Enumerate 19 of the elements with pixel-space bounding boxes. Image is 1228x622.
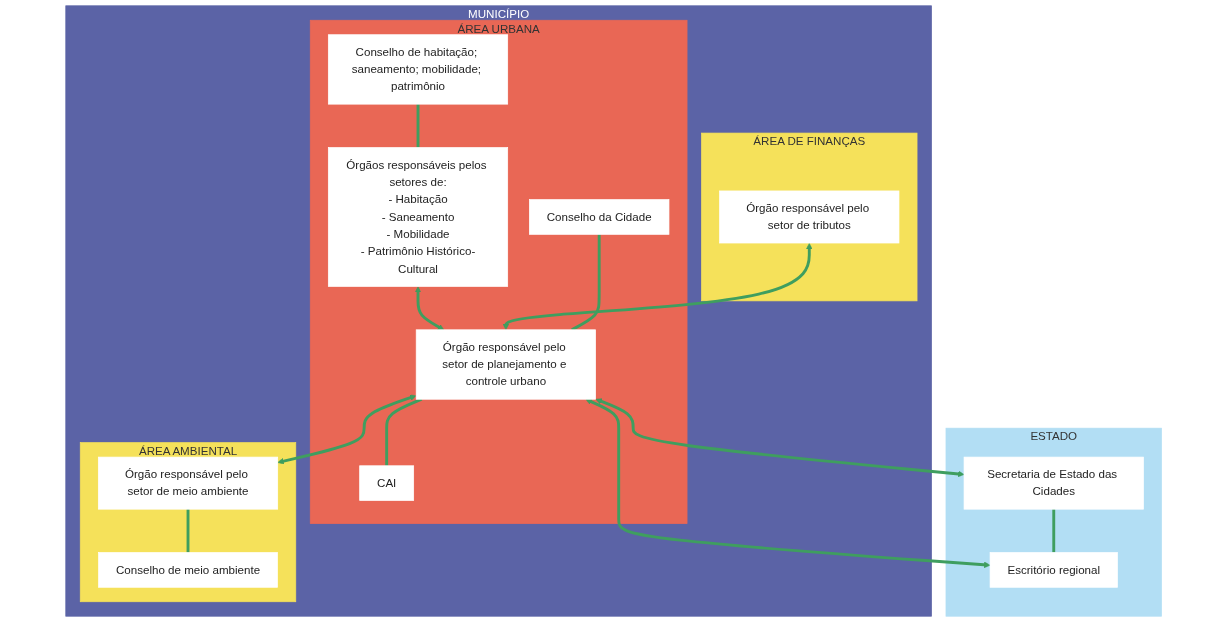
connector <box>1052 509 1056 553</box>
node-box: Órgão responsável pelo setor de meio ambiente <box>98 456 279 510</box>
node-box: Órgãos responsáveis pelos setores de: - Habitação - Saneamento - Mobilidade - Patrimônio Histórico-Cultural <box>328 147 509 287</box>
arrow <box>503 243 813 331</box>
arrow <box>585 398 991 568</box>
connector <box>186 509 190 553</box>
node-box: CAI <box>359 465 415 501</box>
node-box: Órgão responsável pelo setor de planejamento e controle urbano <box>416 329 597 400</box>
node-box: Conselho de habitação; saneamento; mobilidade; patrimônio <box>328 34 509 105</box>
connector <box>385 397 423 466</box>
node-box: Escritório regional <box>990 552 1119 588</box>
node-box: Secretaria de Estado das Cidades <box>964 456 1145 510</box>
connector <box>416 104 420 148</box>
node-box: Conselho de meio ambiente <box>98 552 279 588</box>
node-box: Órgão responsável pelo setor de tributos <box>719 190 900 244</box>
arrow <box>415 286 445 331</box>
arrow <box>595 398 965 478</box>
node-box: Conselho da Cidade <box>529 199 670 235</box>
arrow <box>277 394 417 465</box>
